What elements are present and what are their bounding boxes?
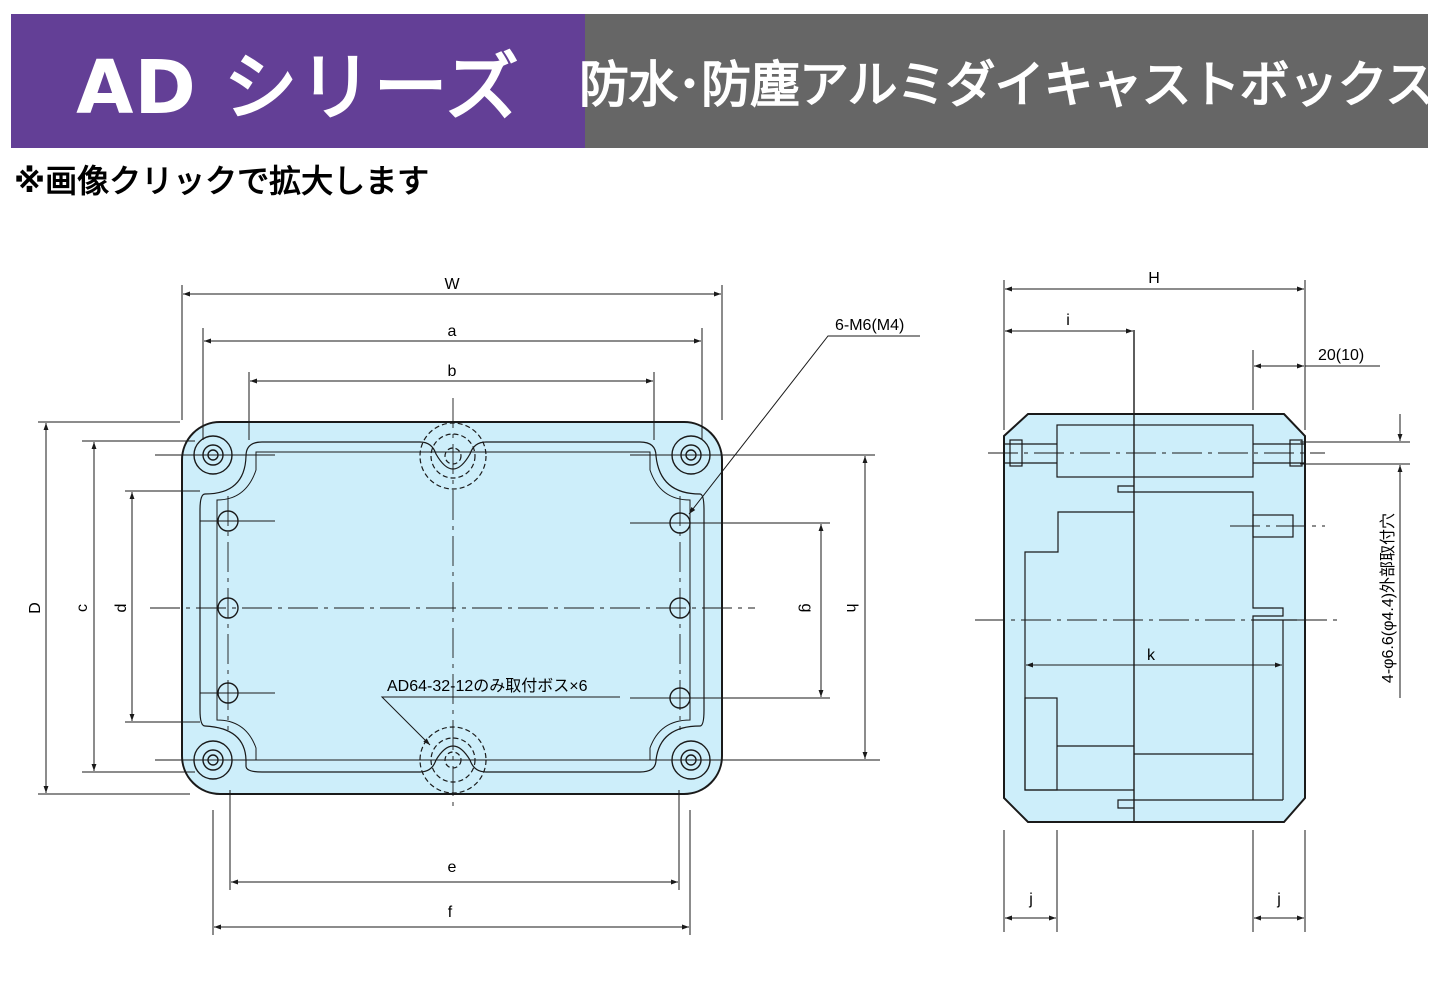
enlarge-notice: ※画像クリックで拡大します <box>14 162 430 200</box>
front-labels: W a b e f D c d g h 6-M6(M4) AD64-32-12の… <box>27 276 904 921</box>
label-j-left: j <box>1028 891 1033 908</box>
label-h: h <box>843 604 860 613</box>
hole-note: 4-φ6.6(φ4.4)外部取付穴 <box>1379 513 1397 683</box>
product-title-banner: 防水･防塵アルミダイキャストボックス <box>579 14 1435 148</box>
side-dim-hole <box>1300 414 1410 698</box>
label-20: 20(10) <box>1318 347 1364 364</box>
label-f: f <box>448 904 453 921</box>
label-D: D <box>27 602 44 614</box>
side-view <box>975 280 1410 932</box>
side-labels: H i 20(10) k j j 4-φ6.6(φ4.4)外部取付穴 <box>1028 270 1397 908</box>
label-d: d <box>113 604 130 613</box>
screw-note: 6-M6(M4) <box>835 317 904 334</box>
product-title: 防水･防塵アルミダイキャストボックス <box>579 56 1435 114</box>
label-i: i <box>1066 312 1070 329</box>
front-inner-gasket <box>216 451 691 761</box>
front-dim-top <box>181 285 723 440</box>
label-j-right: j <box>1276 891 1281 908</box>
label-H: H <box>1148 270 1160 287</box>
front-dim-right <box>740 454 880 761</box>
front-tick-lines <box>155 454 830 761</box>
front-dim-bottom <box>212 790 691 935</box>
label-k: k <box>1147 647 1156 664</box>
label-b: b <box>448 363 457 380</box>
side-dim-top <box>1003 280 1380 430</box>
label-c: c <box>74 604 91 612</box>
label-g: g <box>798 604 815 613</box>
front-dim-left <box>38 421 200 795</box>
series-title: AD シリーズ <box>76 44 520 131</box>
front-leaders <box>380 335 920 746</box>
label-e: e <box>448 859 457 876</box>
series-title-banner: AD シリーズ <box>11 14 585 148</box>
label-W: W <box>444 276 460 293</box>
side-dim-bottom <box>1003 830 1306 932</box>
boss-note: AD64-32-12のみ取付ボス×6 <box>387 677 588 695</box>
front-view <box>38 285 920 935</box>
side-body <box>1003 413 1306 823</box>
front-center-lines <box>150 398 755 810</box>
label-a: a <box>448 323 457 340</box>
